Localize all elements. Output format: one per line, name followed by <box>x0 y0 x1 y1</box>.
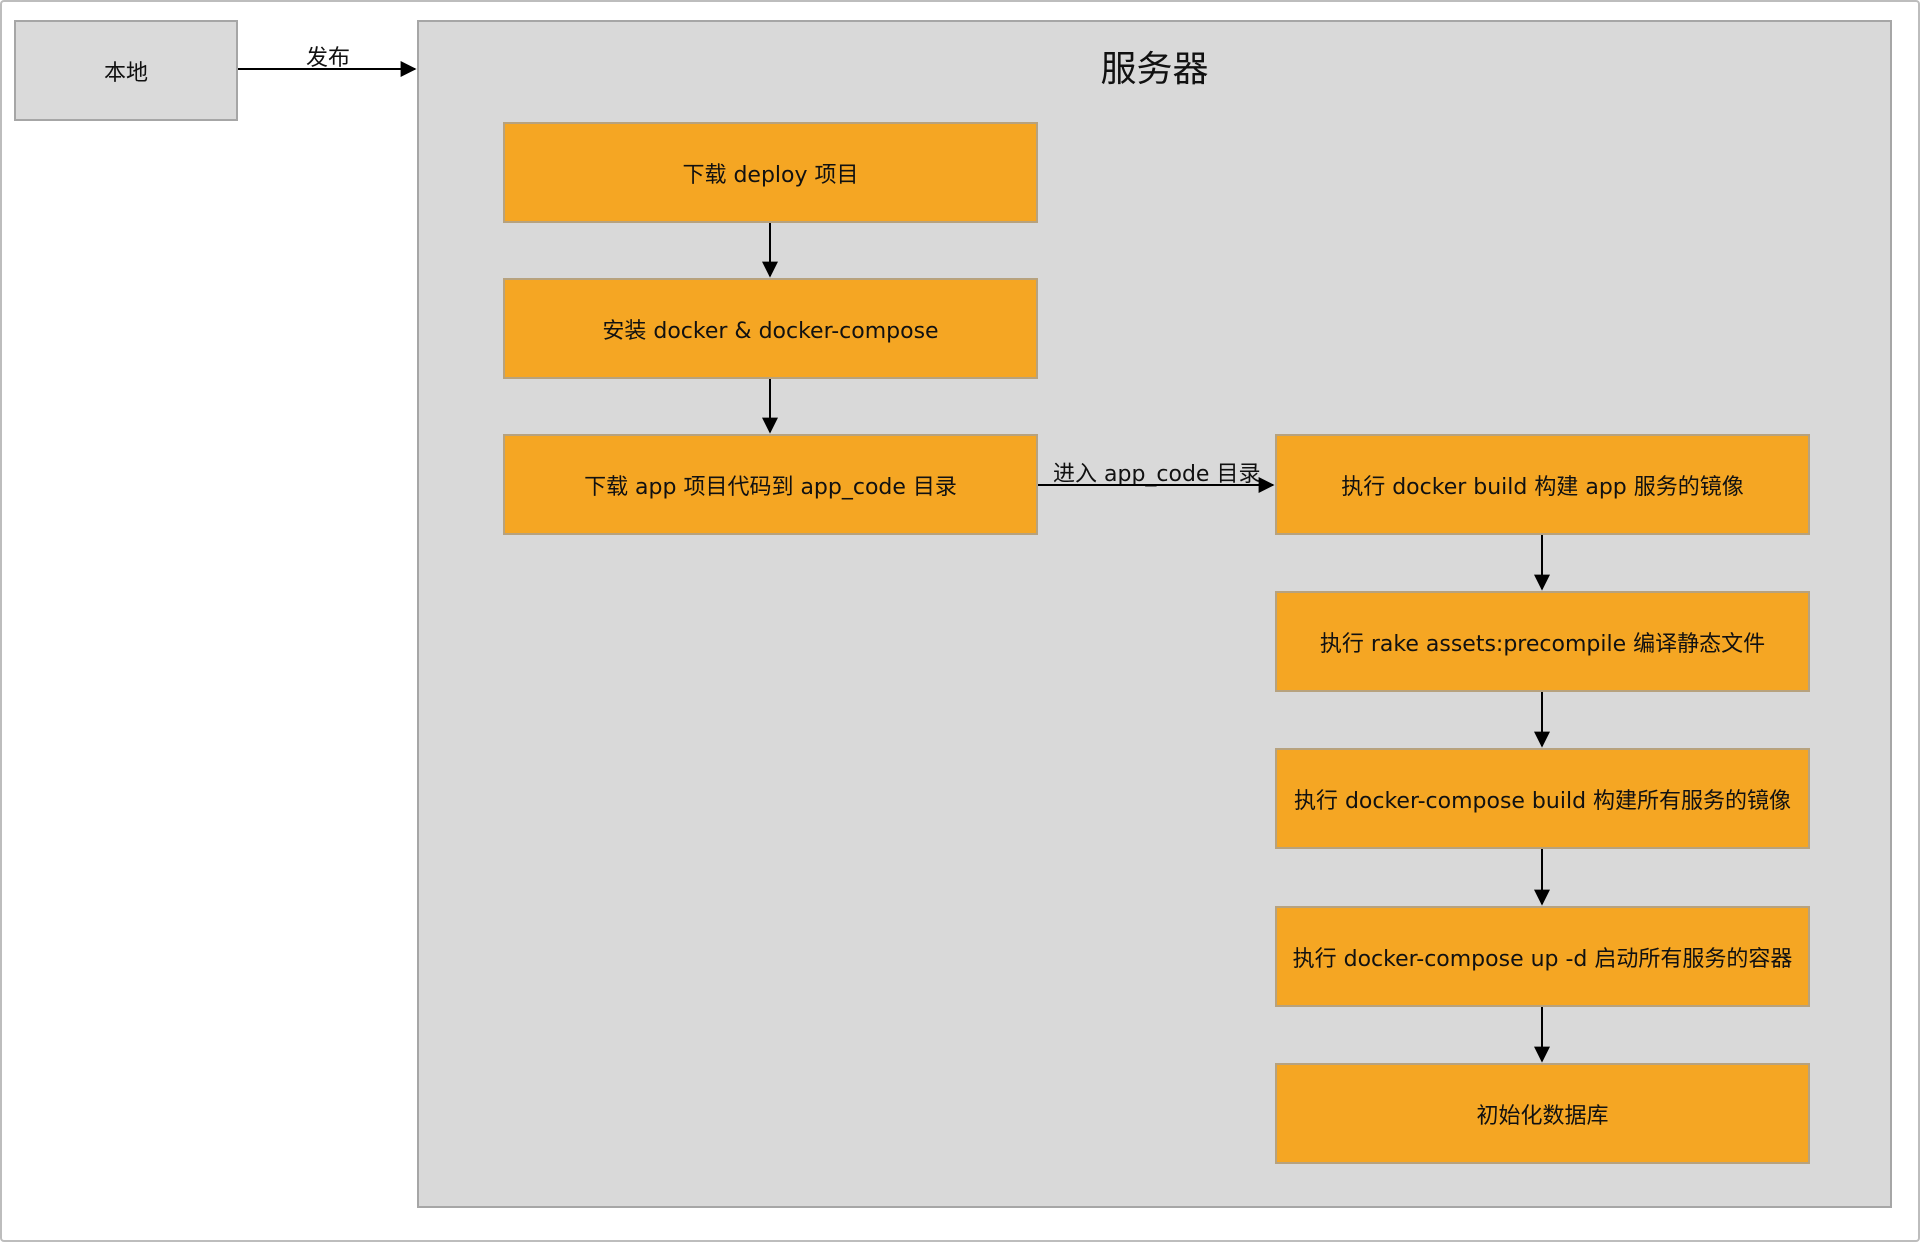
step-download-deploy[interactable]: 下载 deploy 项目 <box>503 122 1038 223</box>
step-label: 执行 docker build 构建 app 服务的镜像 <box>1341 474 1744 500</box>
step-label: 执行 docker-compose up -d 启动所有服务的容器 <box>1292 946 1793 972</box>
step-docker-build-app[interactable]: 执行 docker build 构建 app 服务的镜像 <box>1275 434 1810 535</box>
step-label: 下载 app 项目代码到 app_code 目录 <box>584 474 957 500</box>
step-compose-up[interactable]: 执行 docker-compose up -d 启动所有服务的容器 <box>1275 906 1810 1007</box>
step-label: 下载 deploy 项目 <box>682 162 859 188</box>
publish-edge-label: 发布 <box>306 46 351 71</box>
step-label: 初始化数据库 <box>1476 1103 1609 1129</box>
step-label: 执行 rake assets:precompile 编译静态文件 <box>1319 631 1766 657</box>
local-node[interactable]: 本地 <box>14 20 238 121</box>
step-download-app-code[interactable]: 下载 app 项目代码到 app_code 目录 <box>503 434 1038 535</box>
step-compose-build[interactable]: 执行 docker-compose build 构建所有服务的镜像 <box>1275 748 1810 849</box>
step-label: 安装 docker & docker-compose <box>602 318 939 344</box>
step-label: 执行 docker-compose build 构建所有服务的镜像 <box>1293 788 1792 814</box>
enter-app-code-edge-label: 进入 app_code 目录 <box>1053 462 1261 487</box>
step-rake-assets-precompile[interactable]: 执行 rake assets:precompile 编译静态文件 <box>1275 591 1810 692</box>
step-init-database[interactable]: 初始化数据库 <box>1275 1063 1810 1164</box>
step-install-docker[interactable]: 安装 docker & docker-compose <box>503 278 1038 379</box>
local-node-label: 本地 <box>103 60 148 86</box>
server-title: 服务器 <box>1100 49 1209 90</box>
